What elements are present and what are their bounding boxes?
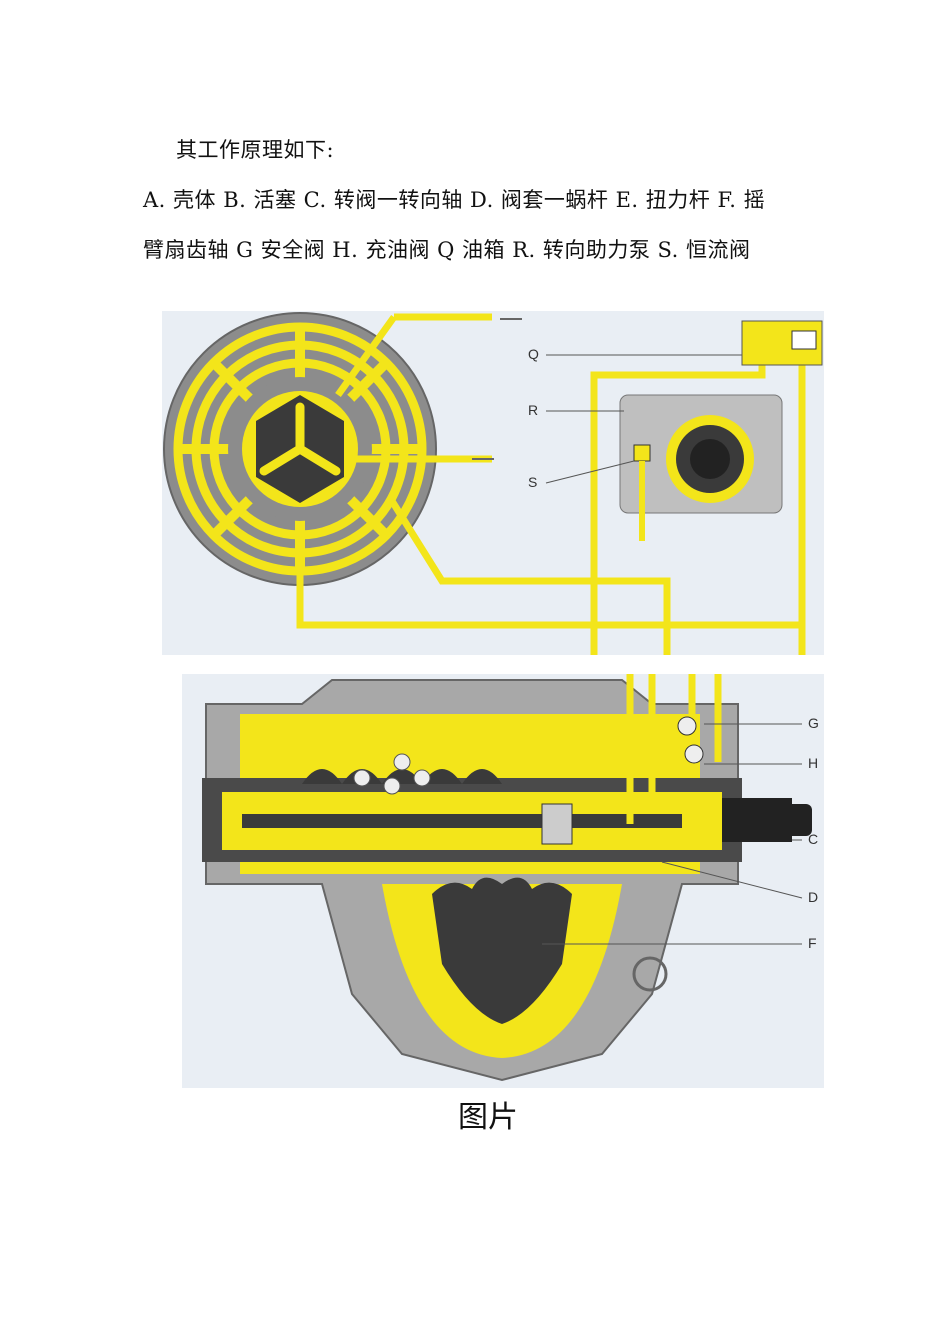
steering-gear-svg: G H C D F: [202, 674, 819, 1082]
label-r: R: [528, 402, 538, 418]
label-c: C: [808, 831, 818, 847]
valve-pump-svg: Q R S: [163, 312, 823, 655]
label-g: G: [808, 715, 819, 731]
steering-gear-diagram: G H C D F: [182, 674, 824, 1088]
intro-text: 其工作原理如下:: [176, 138, 335, 162]
legend-line-1: A. 壳体 B. 活塞 C. 转阀一转向轴 D. 阀套一蜗杆 E. 扭力杆 F.…: [143, 188, 766, 212]
label-q: Q: [528, 346, 539, 362]
label-f: F: [808, 935, 817, 951]
valve-pump-diagram: Q R S: [162, 311, 824, 655]
label-h: H: [808, 755, 818, 771]
legend-line-2: 臂扇齿轴 G 安全阀 H. 充油阀 Q 油箱 R. 转向助力泵 S. 恒流阀: [143, 238, 751, 262]
label-d: D: [808, 889, 818, 905]
figure-caption: 图片: [458, 1100, 518, 1135]
label-s: S: [528, 474, 537, 490]
